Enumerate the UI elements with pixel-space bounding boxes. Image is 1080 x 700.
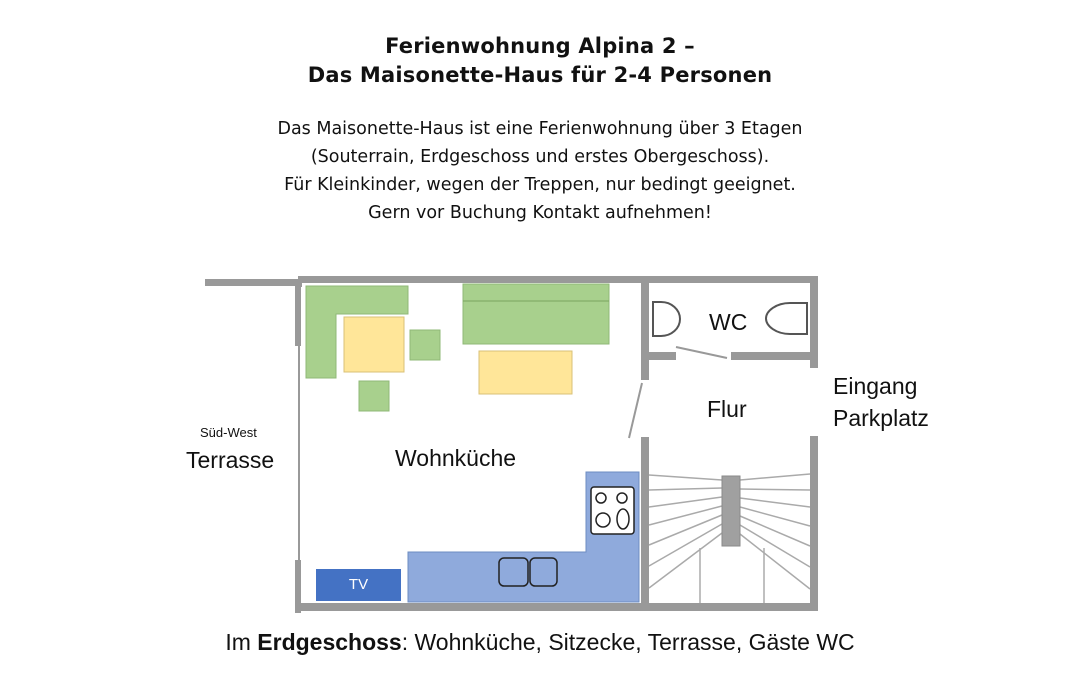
entrance-label: Eingang	[833, 373, 918, 399]
wall	[641, 437, 649, 611]
kitchen-counter	[407, 471, 640, 603]
stair-step	[739, 524, 811, 568]
stove-burner	[595, 512, 611, 528]
stair-center-post	[721, 475, 741, 547]
stair-step	[648, 514, 723, 546]
wc-sink	[764, 302, 808, 335]
floor-summary-prefix: Im	[225, 629, 258, 655]
stair-step	[648, 496, 723, 508]
terrace-label: Terrasse	[186, 447, 275, 473]
stair-step	[648, 505, 723, 526]
wall	[810, 436, 818, 611]
wall	[810, 276, 818, 368]
wall	[641, 280, 649, 367]
stove-burner	[616, 508, 630, 530]
wall	[641, 352, 676, 360]
stove-burner	[616, 492, 628, 504]
wall	[295, 560, 301, 613]
description-line-3: Für Kleinkinder, wegen der Treppen, nur …	[284, 175, 796, 195]
tv-label: TV	[348, 576, 369, 593]
terrace-orientation-label: Süd-West	[200, 425, 257, 440]
coffee-table	[478, 350, 573, 395]
description-line-1: Das Maisonette-Haus ist eine Ferienwohnu…	[277, 119, 803, 139]
title-line-2: Das Maisonette-Haus für 2-4 Personen	[307, 63, 773, 87]
stair-step	[648, 487, 723, 491]
sink-basin	[498, 557, 529, 587]
wall	[641, 367, 649, 380]
stair-step	[739, 506, 811, 527]
wc-label: WC	[709, 309, 748, 335]
stair-step	[739, 533, 811, 590]
dining-table	[343, 316, 405, 373]
stair-step	[648, 474, 723, 481]
wall	[295, 280, 301, 346]
sink-basin	[529, 557, 558, 587]
floor-summary: Im Erdgeschoss: Wohnküche, Sitzecke, Ter…	[0, 626, 1080, 658]
chair-bottom	[358, 380, 390, 412]
parking-label: Parkplatz	[833, 405, 929, 431]
stair-step	[739, 497, 811, 508]
chair-right	[409, 329, 441, 361]
floor-summary-floor: Erdgeschoss	[257, 629, 402, 655]
wall	[205, 279, 298, 286]
wall	[295, 603, 818, 611]
hallway-label: Flur	[707, 396, 747, 422]
description-line-4: Gern vor Buchung Kontakt aufnehmen!	[368, 203, 712, 223]
sofa	[462, 283, 610, 345]
floor-summary-rooms: : Wohnküche, Sitzecke, Terrasse, Gäste W…	[401, 629, 855, 655]
living-kitchen-label: Wohnküche	[395, 445, 517, 471]
stair-step	[648, 523, 723, 567]
wall	[298, 276, 818, 283]
stove	[590, 486, 635, 535]
description-line-2: (Souterrain, Erdgeschoss und erstes Ober…	[310, 147, 770, 167]
staircase	[648, 473, 811, 603]
stair-step	[739, 515, 811, 547]
stair-step	[648, 532, 723, 589]
tv	[316, 569, 401, 601]
stair-step	[739, 473, 811, 481]
door-swing	[628, 382, 643, 439]
toilet	[652, 301, 681, 337]
wall	[731, 352, 817, 360]
title-line-1: Ferienwohnung Alpina 2 –	[385, 34, 695, 58]
stair-step	[739, 488, 811, 491]
door-swing	[675, 346, 728, 359]
corner-bench	[305, 285, 409, 379]
stove-burner	[595, 492, 607, 504]
